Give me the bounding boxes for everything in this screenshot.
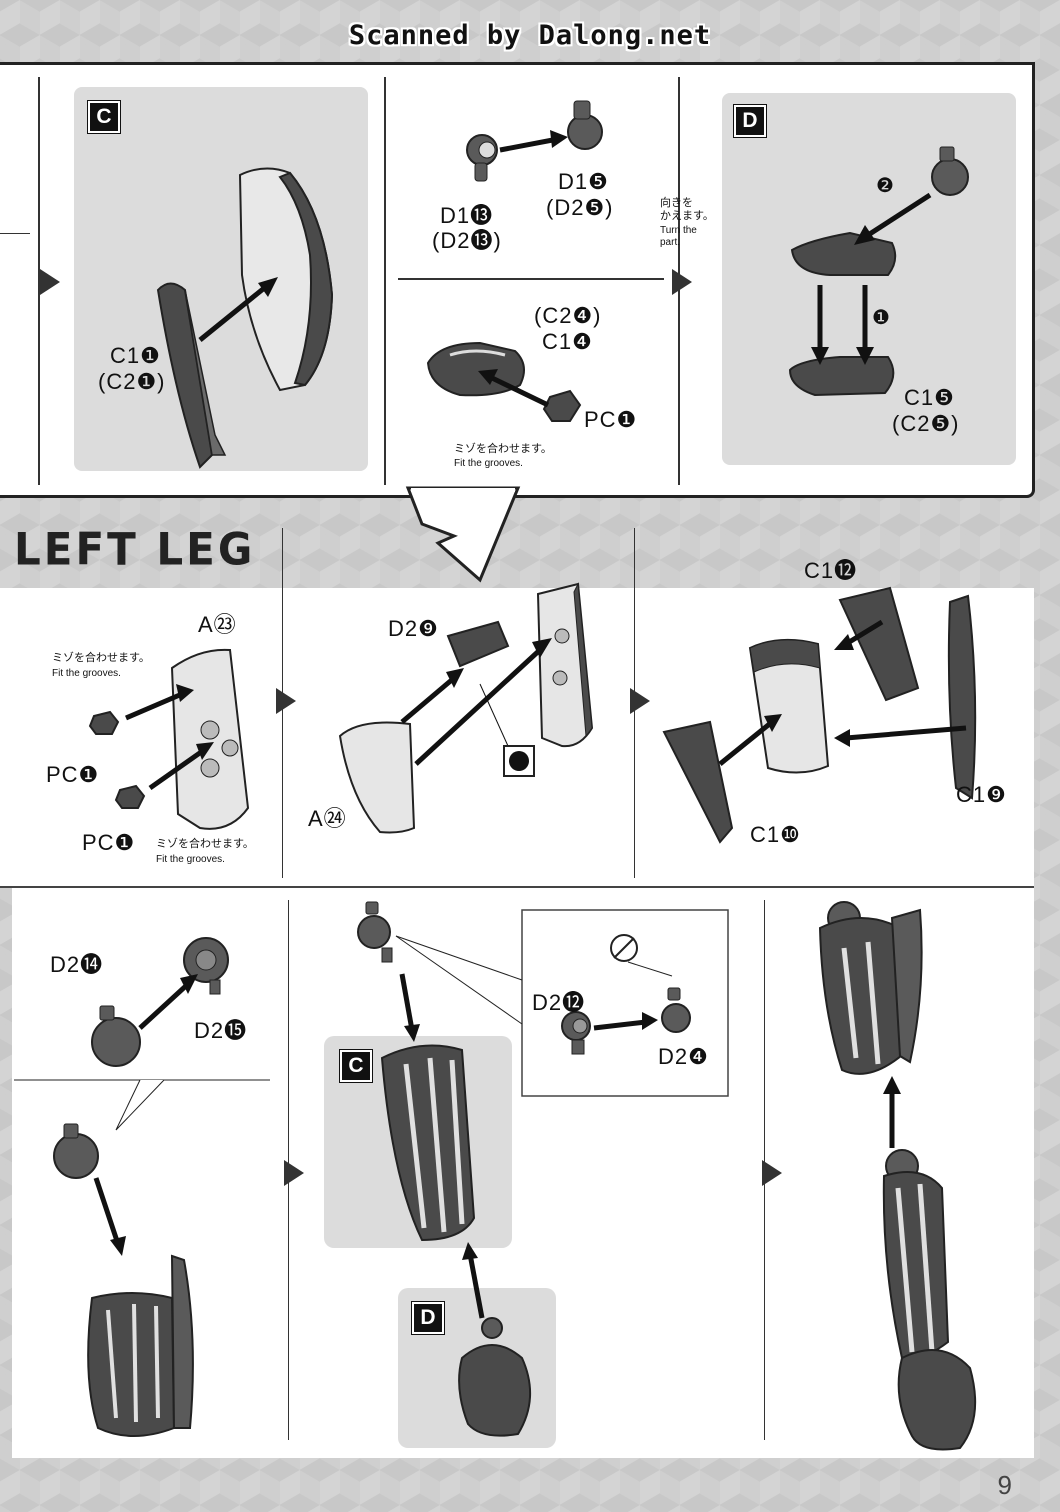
left-leg-step-row-2: D2⓮ D2⓯ [12, 888, 1034, 1458]
runner-d-box [722, 93, 1016, 465]
note-en: Fit the grooves. [454, 458, 523, 469]
part-label: D2⓬ [532, 990, 586, 1015]
part-label-alt: (C2❺) [892, 411, 960, 436]
left-leg-step-row-1: A㉓ ミゾを合わせます。 Fit the grooves. PC❶ PC❶ ミゾ… [0, 528, 1034, 888]
top-instruction-panel: C C1❶ (C2❶) D1⓭ (D2⓭) D1❺ (D2❺) (C2❹) C1… [0, 62, 1035, 498]
scan-watermark: Scanned by Dalong.net [348, 20, 712, 51]
divider [0, 233, 30, 234]
part-label: D2⓯ [194, 1018, 248, 1043]
turn-note-en: part. [660, 237, 681, 248]
runner-badge: C [339, 1049, 373, 1083]
polycap-label: PC❶ [82, 830, 136, 855]
note-en: Fit the grooves. [156, 854, 225, 865]
knee-assembly-icon [788, 146, 969, 397]
part-label: D1❺ [558, 169, 609, 194]
part-label: C1❶ [110, 343, 161, 368]
step-arrow-icon [630, 688, 650, 714]
note-jp: ミゾを合わせます。 [156, 838, 254, 850]
part-label: A㉓ [198, 612, 237, 637]
knee-front-armor-icon [338, 582, 594, 834]
knee-frame-polycap-icon [88, 648, 250, 830]
part-label: A㉔ [308, 806, 347, 831]
order-marker: ❶ [872, 307, 891, 329]
step-arrow-icon [276, 688, 296, 714]
part-label: D2❾ [388, 616, 439, 641]
callout-tail [405, 486, 521, 583]
part-label: C1❿ [750, 822, 801, 847]
part-label: D1⓭ [440, 203, 494, 228]
part-label: D2⓮ [50, 952, 104, 977]
page-number: 9 [997, 1470, 1012, 1500]
knee-parts-icon [426, 341, 582, 422]
step-arrow-icon [284, 1160, 304, 1186]
part-label-alt: (C2❶) [98, 369, 166, 394]
section-title: LEFT LEG [14, 523, 256, 576]
part-label-alt: (C2❹) [534, 303, 602, 328]
completed-lower-leg-icon [818, 901, 977, 1451]
divider [398, 278, 664, 280]
polycap-label: PC❶ [46, 762, 100, 787]
polycap-label: PC❶ [584, 407, 638, 432]
step-arrow-icon [672, 269, 692, 295]
runner-badge: D [411, 1301, 445, 1335]
order-marker: ❷ [876, 175, 895, 197]
part-label: C1❹ [542, 329, 593, 354]
step-arrow-icon [40, 269, 60, 295]
knee-joint-assembly-icon [14, 937, 270, 1437]
part-label: C1❾ [956, 782, 1007, 807]
runner-badge: C [87, 100, 121, 134]
lower-leg-assembly-icon [324, 901, 729, 1448]
leg-armor-parts-icon [156, 167, 334, 469]
divider [38, 77, 40, 485]
turn-note-jp: 向きを [660, 197, 693, 209]
shoulder-joint-parts-icon [466, 100, 603, 182]
divider [384, 77, 386, 485]
part-label-alt: (D2❺) [546, 195, 614, 220]
part-label-alt: (D2⓭) [432, 228, 502, 253]
note-en: Fit the grooves. [52, 668, 121, 679]
note-jp: ミゾを合わせます。 [454, 443, 552, 455]
runner-badge: D [733, 104, 767, 138]
part-label: C1⓬ [804, 558, 858, 583]
knee-side-armor-icon [662, 586, 977, 844]
turn-note-jp: かえます。 [660, 210, 714, 222]
note-jp: ミゾを合わせます。 [52, 652, 150, 664]
part-label: C1❺ [904, 385, 955, 410]
step-arrow-icon [762, 1160, 782, 1186]
part-label: D2❹ [658, 1044, 709, 1069]
turn-note-en: Turn the [660, 225, 697, 236]
